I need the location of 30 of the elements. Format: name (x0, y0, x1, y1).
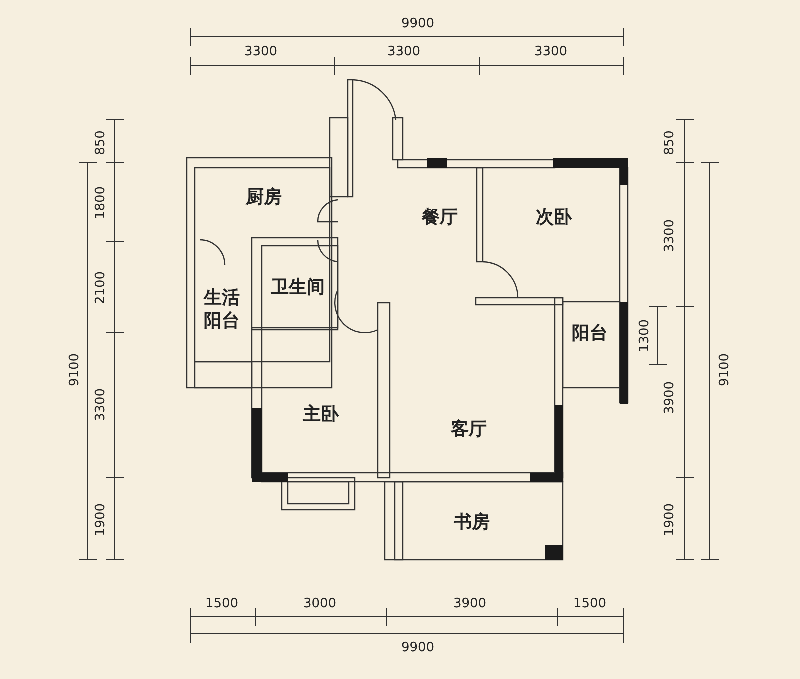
dimension-value: 9900 (401, 642, 435, 654)
dimension-value: 2100 (94, 271, 108, 305)
dimension-value: 3300 (387, 46, 421, 58)
room-name: 卫生间 (271, 276, 325, 300)
room-name: 客厅 (451, 418, 487, 442)
dimension-value: 3300 (534, 46, 568, 58)
room-name: 书房 (454, 512, 490, 534)
dimension-value: 9100 (68, 353, 82, 387)
room-name: 次卧 (536, 206, 572, 230)
dimension-value: 1900 (664, 503, 676, 537)
dimension-value: 850 (664, 130, 676, 156)
room-name: 生活阳台 (204, 288, 240, 332)
dimension-value: 1500 (205, 598, 239, 610)
room-name: 厨房 (246, 186, 282, 210)
dimension-value: 3900 (664, 381, 676, 415)
room-name: 餐厅 (422, 206, 458, 230)
dimension-value: 9100 (718, 353, 732, 387)
dimension-value: 1800 (94, 186, 108, 220)
dimension-value: 3300 (664, 219, 676, 253)
dimension-value: 3300 (94, 388, 108, 422)
dimension-value: 1900 (94, 503, 108, 537)
dimension-value: 1300 (638, 319, 652, 353)
dimension-value: 3300 (244, 46, 278, 58)
room-name: 主卧 (303, 404, 339, 426)
dimension-value: 3900 (453, 598, 487, 610)
room-name: 阳台 (572, 322, 608, 346)
dimension-value: 1500 (573, 598, 607, 610)
dimension-value: 3000 (303, 598, 337, 610)
dimension-value: 9900 (401, 18, 435, 30)
dimension-value: 850 (94, 130, 108, 156)
